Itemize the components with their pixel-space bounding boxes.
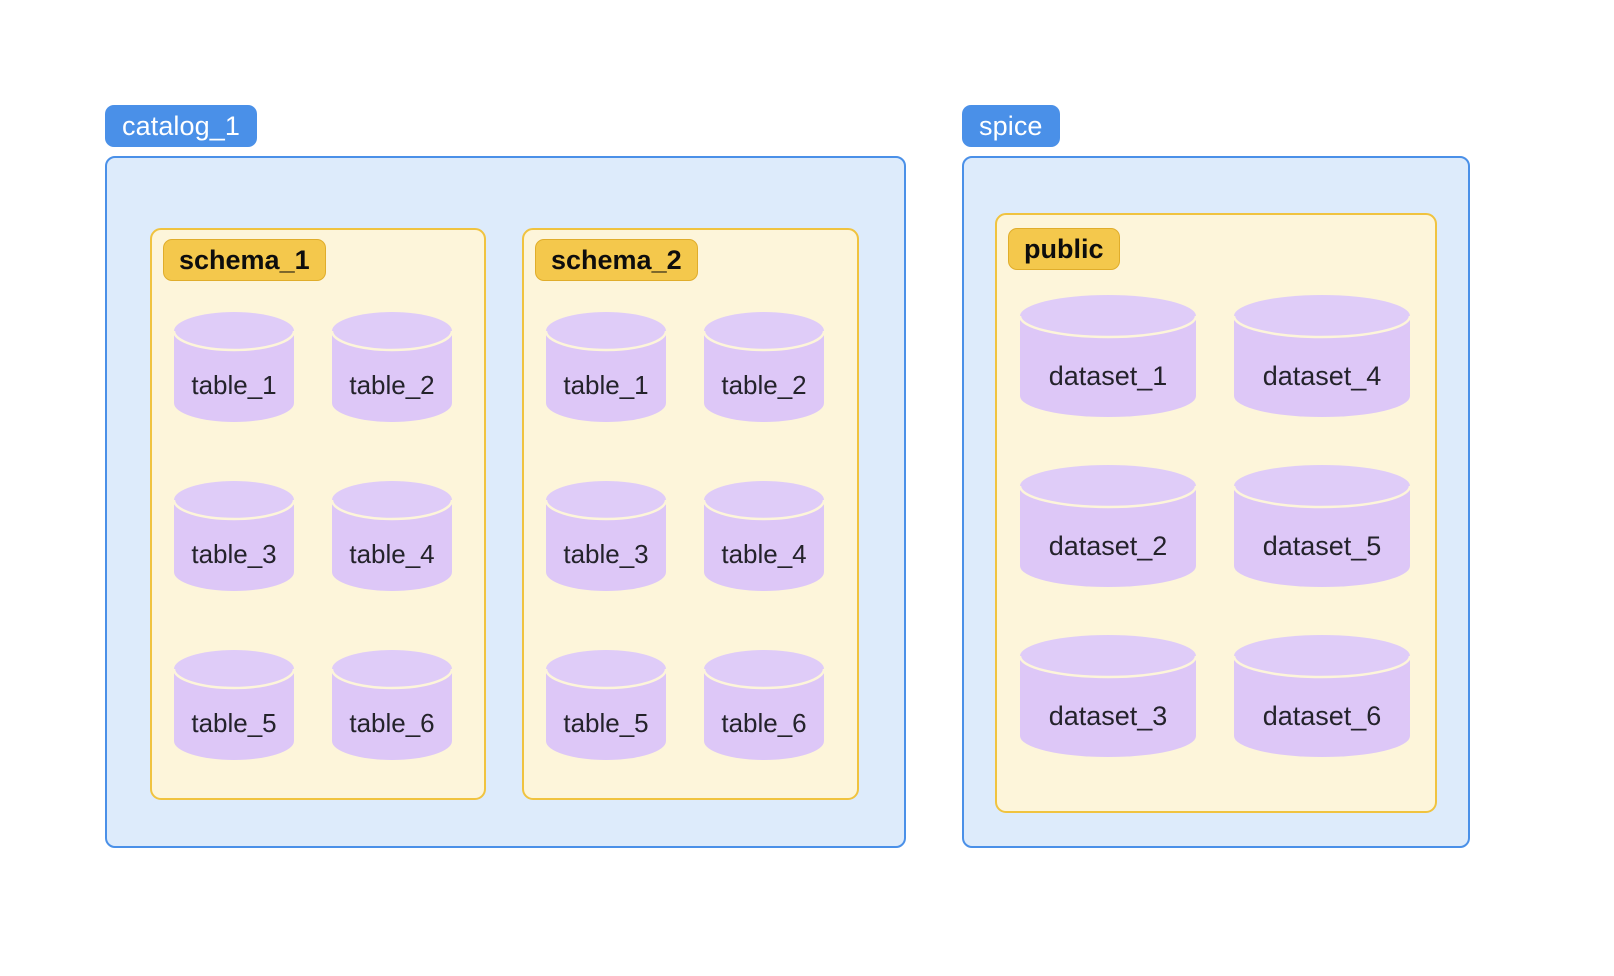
schema-badge-schema-2[interactable]: schema_2 bbox=[535, 239, 698, 281]
dataset-cylinder[interactable]: dataset_3 bbox=[1018, 633, 1198, 759]
table-cylinder-label: table_1 bbox=[191, 370, 277, 400]
table-cylinder[interactable]: table_2 bbox=[330, 310, 454, 424]
table-cylinder-label: table_3 bbox=[191, 539, 277, 569]
table-cylinder[interactable]: table_1 bbox=[172, 310, 296, 424]
table-cylinder-label: table_1 bbox=[563, 370, 649, 400]
table-cylinder[interactable]: table_3 bbox=[544, 479, 668, 593]
table-cylinder-label: table_3 bbox=[563, 539, 649, 569]
dataset-cylinder-label: dataset_4 bbox=[1262, 361, 1382, 391]
table-cylinder-label: table_2 bbox=[349, 370, 435, 400]
dataset-cylinder[interactable]: dataset_1 bbox=[1018, 293, 1198, 419]
table-cylinder-label: table_4 bbox=[349, 539, 435, 569]
table-cylinder[interactable]: table_1 bbox=[544, 310, 668, 424]
table-cylinder-label: table_5 bbox=[191, 708, 277, 738]
table-cylinder-label: table_2 bbox=[721, 370, 807, 400]
dataset-cylinder-label: dataset_2 bbox=[1048, 531, 1168, 561]
table-cylinder[interactable]: table_5 bbox=[172, 648, 296, 762]
dataset-cylinder[interactable]: dataset_6 bbox=[1232, 633, 1412, 759]
table-cylinder-label: table_5 bbox=[563, 708, 649, 738]
table-cylinder[interactable]: table_6 bbox=[330, 648, 454, 762]
schema-badge-schema-1[interactable]: schema_1 bbox=[163, 239, 326, 281]
schema-badge-public[interactable]: public bbox=[1008, 228, 1120, 270]
dataset-cylinder[interactable]: dataset_4 bbox=[1232, 293, 1412, 419]
group-badge-catalog-1[interactable]: catalog_1 bbox=[105, 105, 257, 147]
group-badge-spice[interactable]: spice bbox=[962, 105, 1060, 147]
table-cylinder[interactable]: table_5 bbox=[544, 648, 668, 762]
table-cylinder[interactable]: table_3 bbox=[172, 479, 296, 593]
dataset-cylinder-label: dataset_3 bbox=[1048, 701, 1168, 731]
dataset-cylinder-label: dataset_5 bbox=[1262, 531, 1382, 561]
table-cylinder[interactable]: table_4 bbox=[702, 479, 826, 593]
dataset-cylinder-label: dataset_6 bbox=[1262, 701, 1382, 731]
table-cylinder-label: table_6 bbox=[721, 708, 807, 738]
table-cylinder[interactable]: table_6 bbox=[702, 648, 826, 762]
dataset-cylinder-label: dataset_1 bbox=[1048, 361, 1168, 391]
dataset-cylinder[interactable]: dataset_5 bbox=[1232, 463, 1412, 589]
table-cylinder-label: table_6 bbox=[349, 708, 435, 738]
dataset-cylinder[interactable]: dataset_2 bbox=[1018, 463, 1198, 589]
table-cylinder[interactable]: table_2 bbox=[702, 310, 826, 424]
table-cylinder[interactable]: table_4 bbox=[330, 479, 454, 593]
table-cylinder-label: table_4 bbox=[721, 539, 807, 569]
